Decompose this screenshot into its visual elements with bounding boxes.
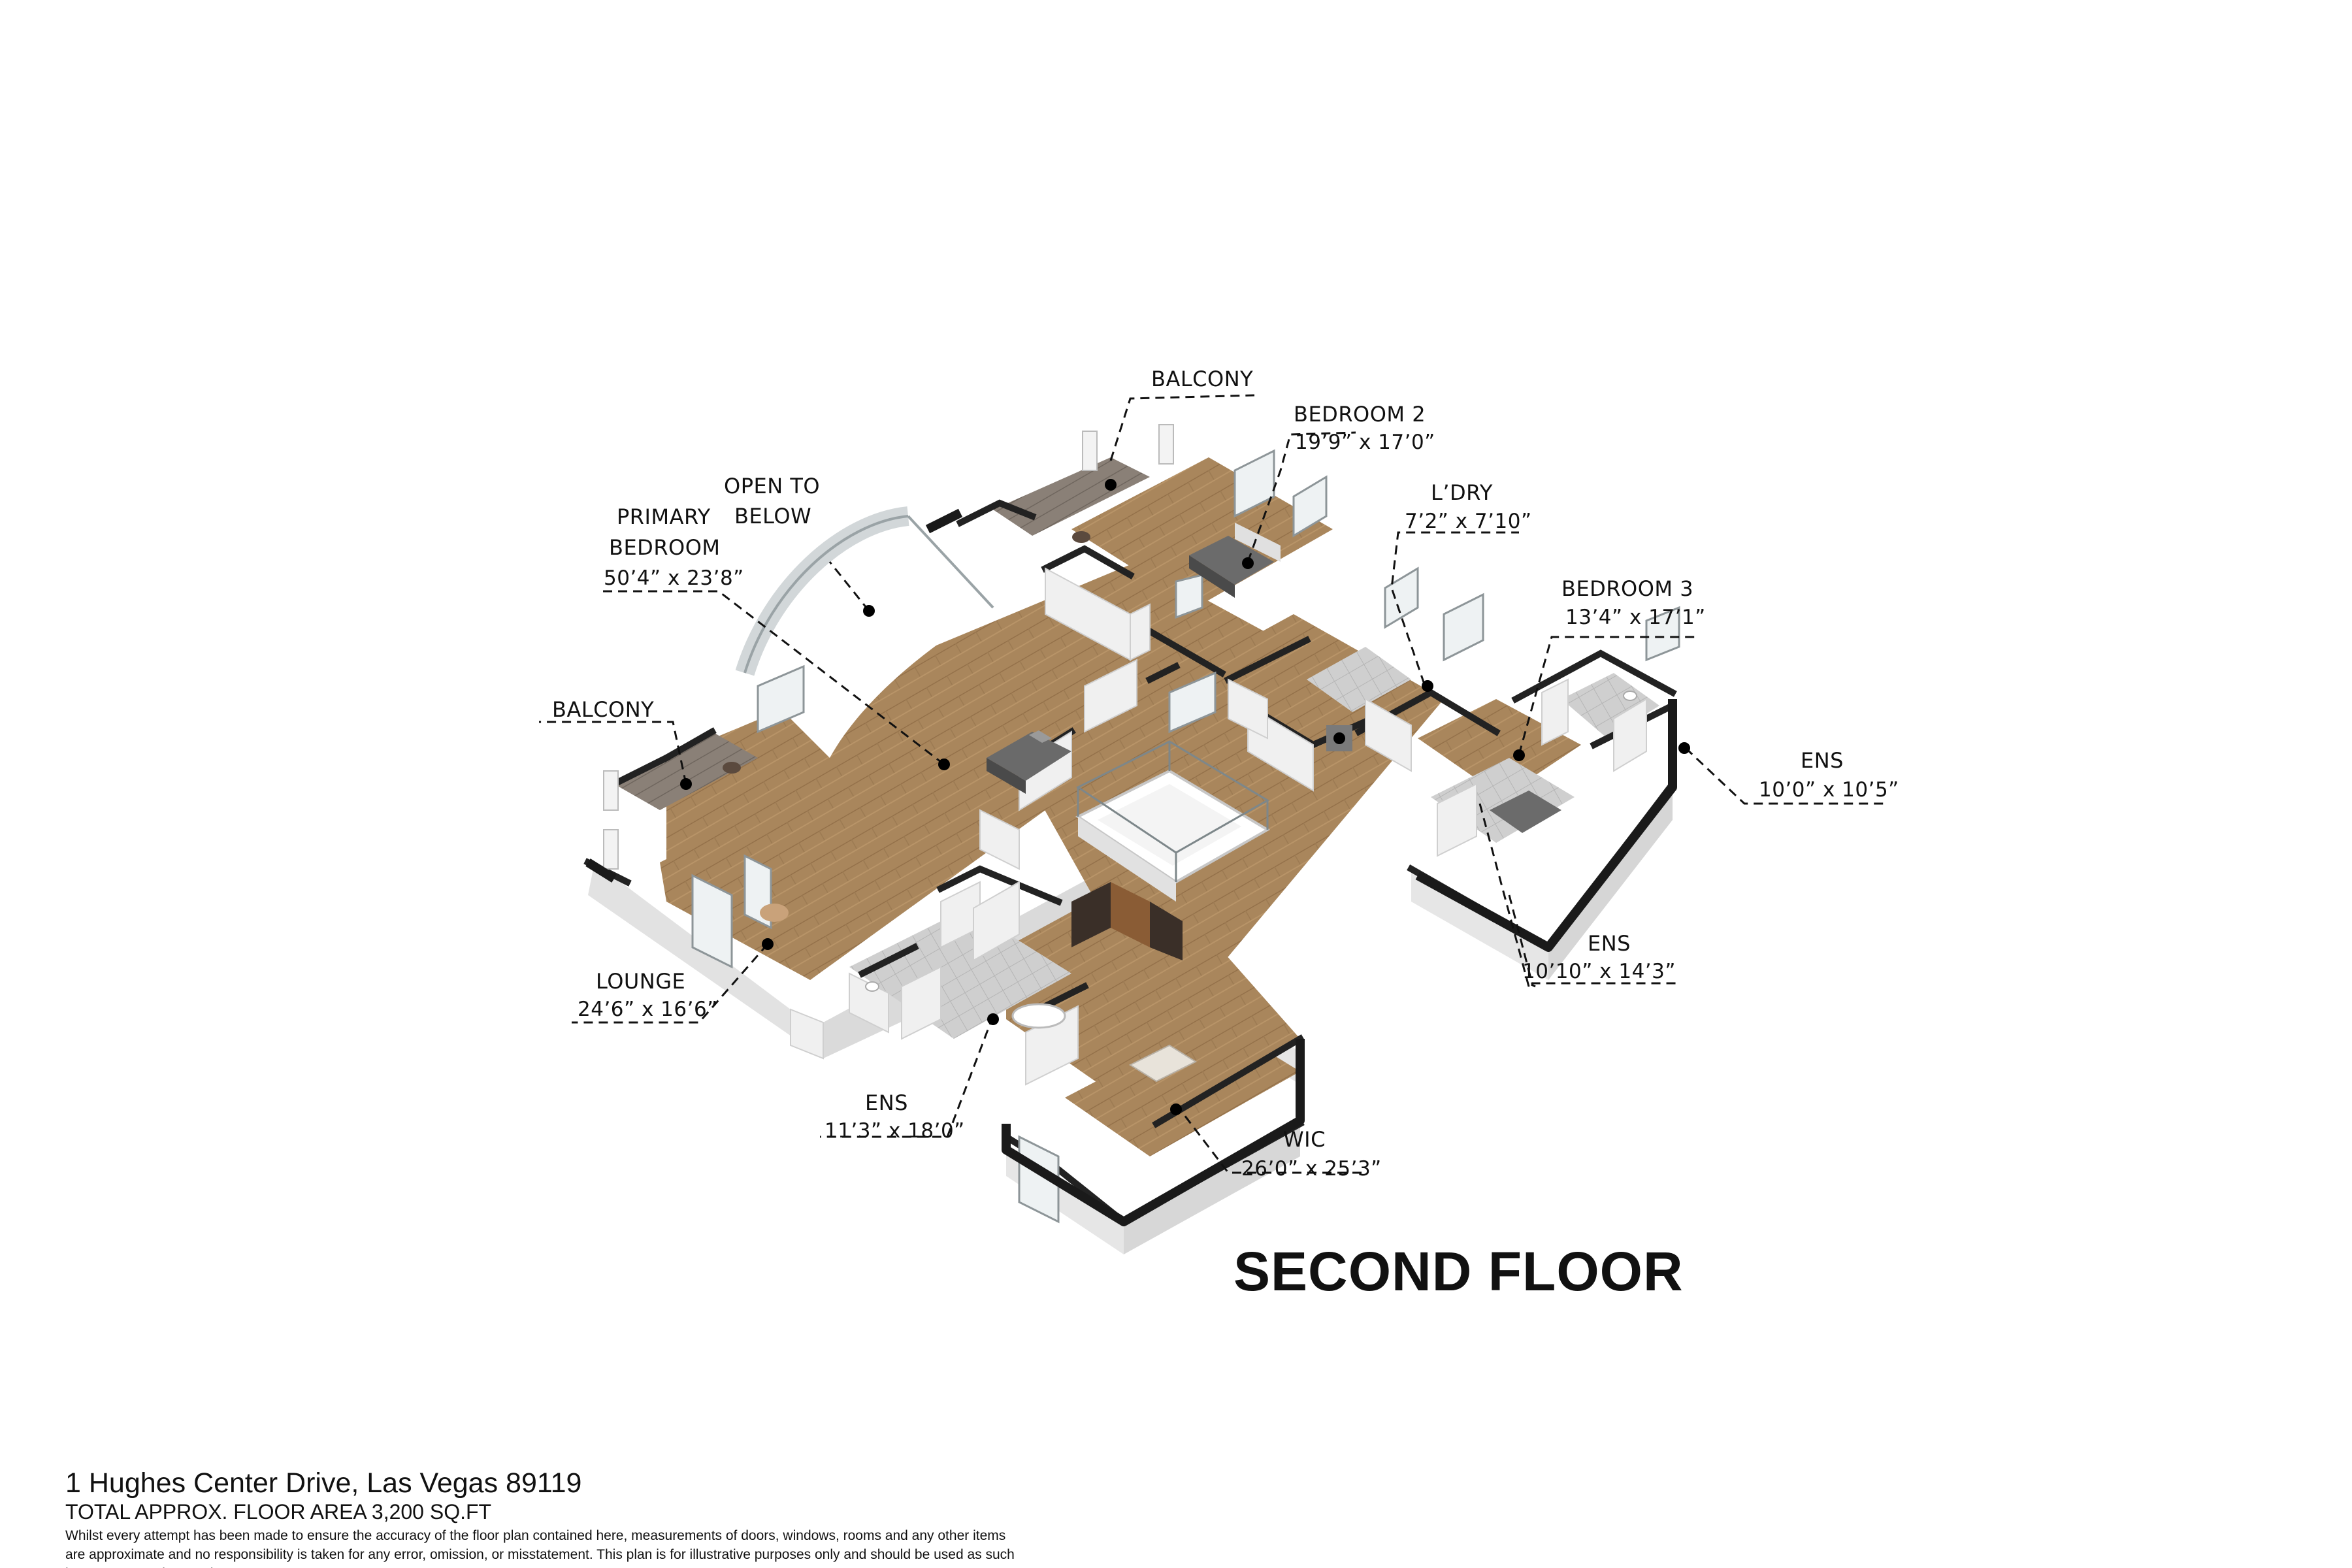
balcony-chair xyxy=(723,762,741,774)
ens-right-floor xyxy=(1561,673,1659,738)
ens-right-toilet xyxy=(1623,691,1637,701)
ens-bottom-label: ENS xyxy=(865,1090,908,1115)
ens-middle-dims: 10’10” x 14’3” xyxy=(1522,960,1676,983)
floors xyxy=(614,457,1659,1156)
column xyxy=(1082,431,1098,471)
balcony-top-label: BALCONY xyxy=(1151,367,1254,391)
wic-island xyxy=(1128,1044,1198,1083)
outer-wall-outline xyxy=(585,508,1677,1226)
laundry-floor xyxy=(1307,647,1411,712)
laundry-label: L’DRY xyxy=(1431,480,1493,505)
primary-bedroom-label-1: PRIMARY xyxy=(617,504,711,529)
ens-right-dims: 10’0” x 10’5” xyxy=(1759,778,1899,802)
lounge-table xyxy=(760,904,789,922)
bedroom-2-dims: 19’9” x 17’0” xyxy=(1295,431,1435,454)
ens-middle-label: ENS xyxy=(1588,931,1631,956)
ens-right-label: ENS xyxy=(1801,748,1844,773)
floor-title: SECOND FLOOR xyxy=(1233,1241,1684,1302)
stair-balustrade xyxy=(1076,740,1269,882)
primary-bedroom-label-2: BEDROOM xyxy=(609,535,721,560)
ens-bottom-dims: 11’3” x 18’0” xyxy=(825,1119,965,1143)
stair-void xyxy=(1075,769,1270,902)
open-to-below-void xyxy=(735,506,994,758)
interior-wall-faces xyxy=(790,567,1647,1086)
column xyxy=(603,829,619,870)
bedroom-3-dims: 13’4” x 17’1” xyxy=(1565,606,1706,629)
property-address: 1 Hughes Center Drive, Las Vegas 89119 xyxy=(65,1467,582,1499)
toilet xyxy=(865,981,879,992)
wic-label: WIC xyxy=(1283,1127,1326,1152)
lounge-floor xyxy=(660,777,967,980)
bedroom-2-label: BEDROOM 2 xyxy=(1294,402,1426,427)
ens-bottom-floor xyxy=(849,908,1071,1039)
column xyxy=(1158,424,1174,465)
wic-cabinets xyxy=(1071,882,1183,960)
bedroom-2-bed xyxy=(1189,523,1281,598)
leader-lines xyxy=(539,394,1885,1174)
balcony-left-label: BALCONY xyxy=(552,697,655,722)
glass-panels xyxy=(691,449,1680,1224)
leader-dots xyxy=(680,479,1690,1115)
total-floor-area: TOTAL APPROX. FLOOR AREA 3,200 SQ.FT xyxy=(65,1500,492,1524)
balcony-chair-2 xyxy=(1072,531,1090,543)
bathtub xyxy=(1011,1003,1066,1029)
bedroom-3-label: BEDROOM 3 xyxy=(1561,576,1694,601)
lounge-dims: 24’6” x 16’6” xyxy=(578,998,718,1021)
laundry-dims: 7’2” x 7’10” xyxy=(1405,510,1532,533)
lounge-label: LOUNGE xyxy=(596,969,686,994)
furniture xyxy=(603,424,1637,1083)
column xyxy=(603,770,619,811)
open-to-below-label-2: BELOW xyxy=(734,504,812,529)
wic-dims: 26’0” x 25’3” xyxy=(1241,1157,1382,1181)
open-to-below-label-1: OPEN TO xyxy=(724,474,821,498)
bedroom-3-floor xyxy=(1418,699,1581,797)
primary-bedroom-dims: 50’4” x 23’8” xyxy=(604,566,744,590)
primary-bed xyxy=(987,730,1071,794)
left-balcony-deck xyxy=(614,732,758,810)
disclaimer-text: Whilst every attempt has been made to en… xyxy=(65,1528,1015,1568)
bedroom-3-bed xyxy=(1490,791,1561,833)
